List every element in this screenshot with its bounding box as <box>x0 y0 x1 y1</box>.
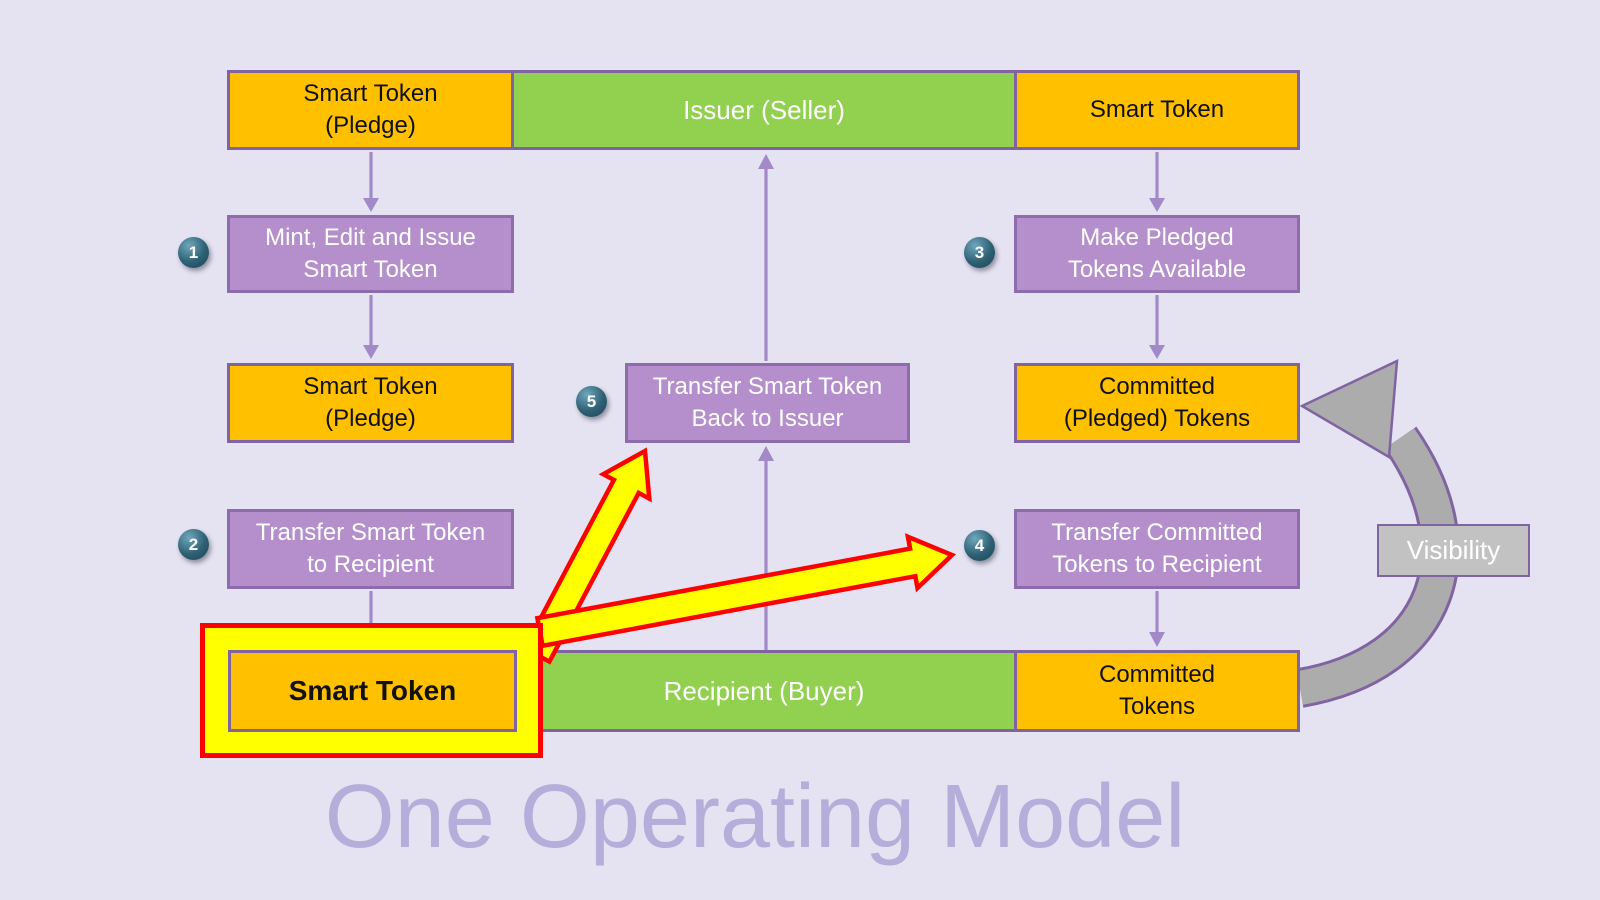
connector-recipient-to-step5 <box>758 446 774 650</box>
token-committed-pledged-tokens: Committed (Pledged) Tokens <box>1014 363 1300 443</box>
step-label-line: Smart Token <box>303 256 438 283</box>
token-committed-tokens: Committed Tokens <box>1014 650 1300 732</box>
step-label-line: Tokens Available <box>1067 256 1247 283</box>
step-label-line: Transfer Committed <box>1051 519 1263 547</box>
step-4-box: Transfer Committed Tokens to Recipient <box>1014 509 1300 589</box>
step-badge-number: 4 <box>974 535 985 555</box>
step-badge-number: 5 <box>586 391 597 411</box>
token-label-line: (Pledged) Tokens <box>1063 405 1251 432</box>
step-label-line: to Recipient <box>307 551 434 578</box>
token-label-line: Smart Token <box>288 675 457 706</box>
step-1-badge: 1 <box>178 237 209 268</box>
step-badge-number: 1 <box>188 242 199 262</box>
page-title: One Operating Model <box>324 767 1186 867</box>
step-label-line: Mint, Edit and Issue <box>265 224 476 252</box>
step-5-box: Transfer Smart Token Back to Issuer <box>625 363 910 443</box>
token-smart-token-pledge-top: Smart Token (Pledge) <box>227 70 514 150</box>
highlight-frame: Smart Token <box>200 623 543 758</box>
token-label-line: Smart Token <box>303 373 438 401</box>
step-label-line: Tokens to Recipient <box>1052 551 1262 578</box>
connector-step1-to-pledge-mid <box>363 295 379 359</box>
lane-label: Issuer (Seller) <box>683 94 845 125</box>
connector-step5-to-issuer <box>758 154 774 361</box>
connector-step4-to-committed-tokens <box>1149 591 1165 647</box>
step-1-box: Mint, Edit and Issue Smart Token <box>227 215 514 293</box>
token-label-line: Committed <box>1098 661 1216 689</box>
step-label-line: Transfer Smart Token <box>652 373 883 401</box>
step-label-line: Transfer Smart Token <box>255 519 486 547</box>
token-label-line: Smart Token <box>1089 96 1225 124</box>
connector-pledge-to-step1 <box>363 152 379 212</box>
token-label-line: (Pledge) <box>325 405 416 432</box>
step-label-line: Make Pledged <box>1080 224 1234 252</box>
token-smart-token-top-right: Smart Token <box>1014 70 1300 150</box>
connector-step3-to-committed-pledged <box>1149 295 1165 359</box>
step-4-badge: 4 <box>964 530 995 561</box>
visibility-label-text: Visibility <box>1406 535 1501 565</box>
step-badge-number: 3 <box>974 242 985 262</box>
step-2-box: Transfer Smart Token to Recipient <box>227 509 514 589</box>
step-label-line: Back to Issuer <box>691 405 844 432</box>
step-5-badge: 5 <box>576 386 607 417</box>
token-label-line: Smart Token <box>303 80 438 108</box>
step-2-badge: 2 <box>178 529 209 560</box>
token-label-line: Committed <box>1098 373 1216 401</box>
step-3-box: Make Pledged Tokens Available <box>1014 215 1300 293</box>
token-label-line: Tokens <box>1118 693 1196 720</box>
step-badge-number: 2 <box>188 534 199 554</box>
lane-recipient-box: Recipient (Buyer) <box>511 650 1017 732</box>
connector-smart-token-to-step3 <box>1149 152 1165 212</box>
token-label-line: (Pledge) <box>325 112 416 139</box>
highlight-arrow-to-step4 <box>534 533 957 649</box>
token-smart-token-highlighted: Smart Token <box>228 650 517 732</box>
token-smart-token-pledge-mid: Smart Token (Pledge) <box>227 363 514 443</box>
lane-issuer-box: Issuer (Seller) <box>511 70 1017 150</box>
visibility-label: Visibility <box>1377 524 1530 577</box>
lane-label: Recipient (Buyer) <box>663 675 865 706</box>
highlight-arrow-to-step5 <box>521 447 652 665</box>
step-3-badge: 3 <box>964 237 995 268</box>
